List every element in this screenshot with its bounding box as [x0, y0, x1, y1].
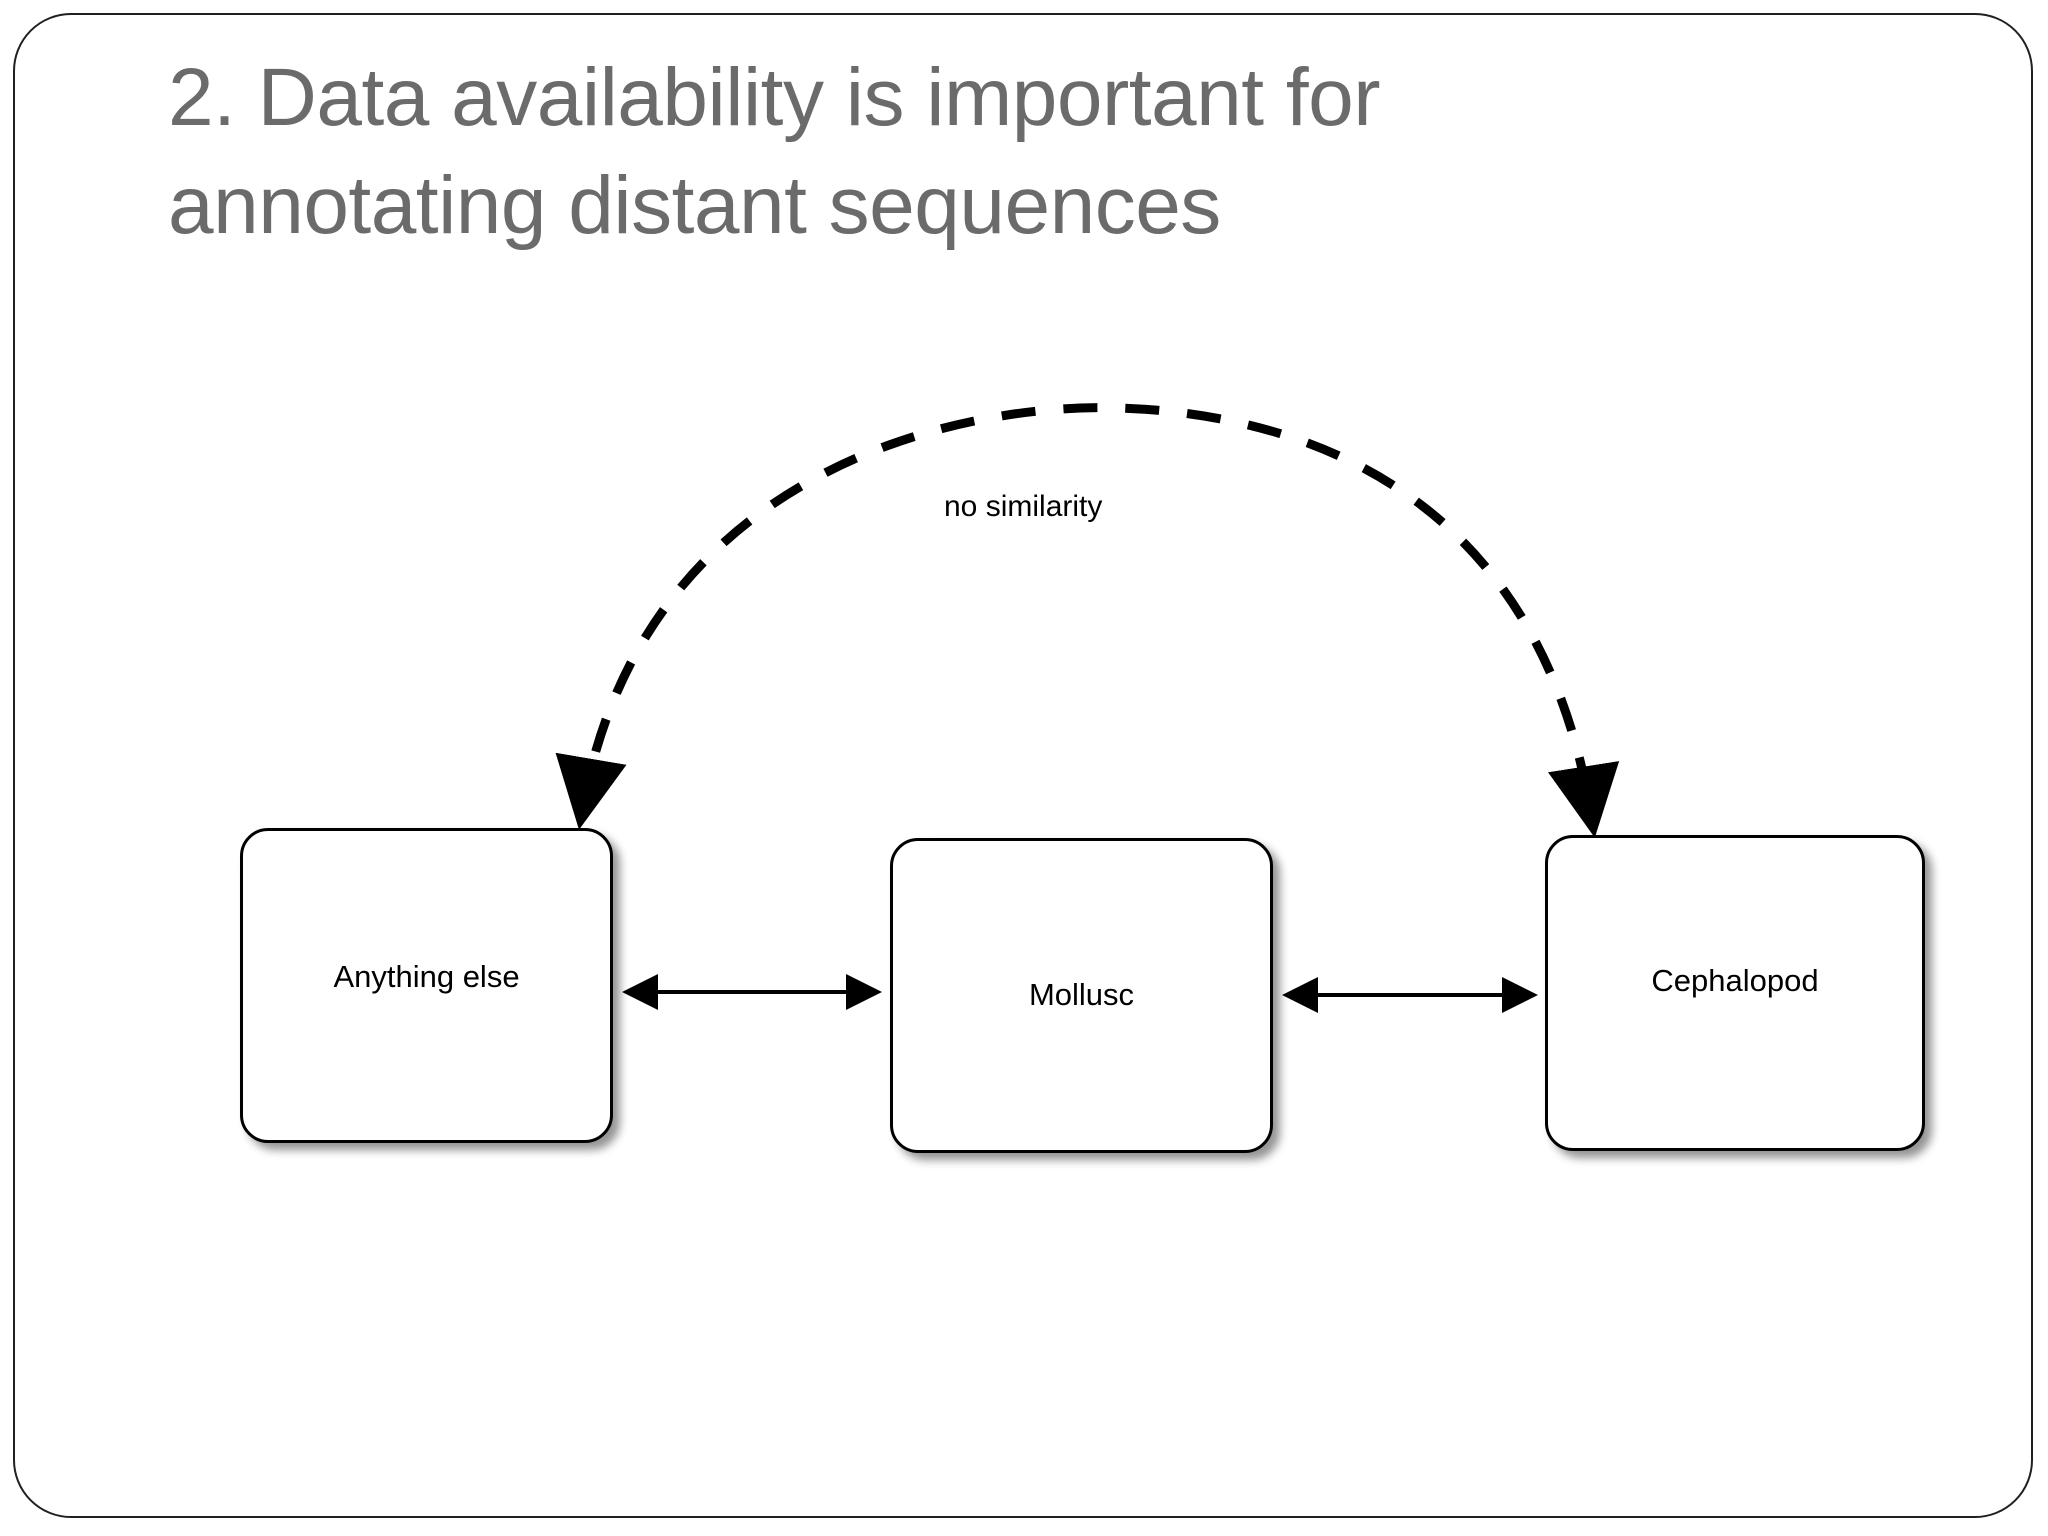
page-title: 2. Data availability is important for ann…	[168, 44, 1888, 260]
node-label: Cephalopod	[1651, 962, 1819, 998]
node-label: Mollusc	[1028, 977, 1135, 1013]
edge-label-no-similarity: no similarity	[938, 488, 1113, 525]
title-line-2: annotating distant sequences	[168, 160, 1221, 252]
node-mollusc[interactable]: Mollusc	[890, 838, 1273, 1153]
node-anything-else[interactable]: Anything else	[240, 828, 613, 1143]
node-label: Anything else	[333, 959, 520, 995]
title-line-1: 2. Data availability is important for	[168, 52, 1381, 143]
edge-no-similarity	[555, 403, 1620, 838]
node-cephalopod[interactable]: Cephalopod	[1545, 835, 1925, 1151]
